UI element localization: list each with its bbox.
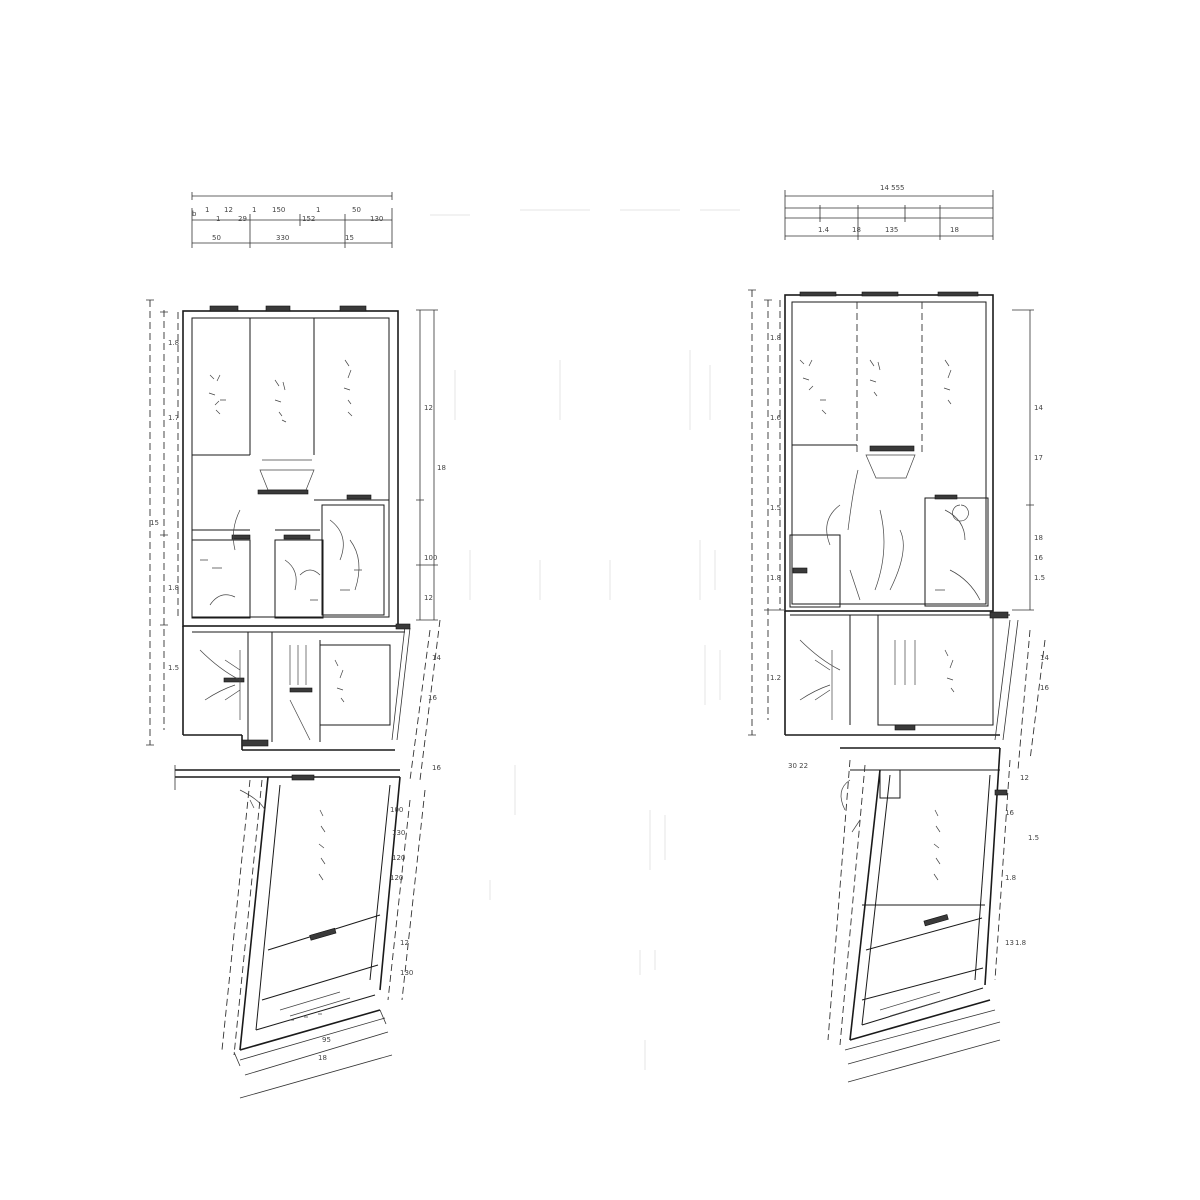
right-diag-dim-2: 16 — [1040, 684, 1049, 692]
left-window-3 — [339, 305, 367, 312]
left-side-dim-5: 1.5 — [168, 664, 179, 672]
right-top-dimensions: 14 555 1.4 18 135 18 — [784, 184, 994, 240]
left-dim-top-1: 1 — [205, 206, 209, 214]
right-right-dim-2: 17 — [1034, 454, 1043, 462]
left-side-dim-2: 1.7 — [168, 414, 179, 422]
left-dim-top-150: 150 — [272, 206, 285, 214]
left-side-dim-1: 1.8 — [168, 339, 179, 347]
left-bottom-dim-3: 120 — [390, 874, 403, 882]
left-dim-top-1c: 1 — [316, 206, 320, 214]
left-closet — [259, 459, 315, 491]
right-side-dimensions: 1.8 1.6 1.5 1.8 1.2 — [748, 289, 784, 736]
left-diag-dim-5: 12 — [400, 939, 409, 947]
left-diag-dim-2: 16 — [428, 694, 437, 702]
left-stair — [199, 645, 345, 741]
right-bottom-dim-3: 1.8 — [1005, 874, 1016, 882]
left-right-dim-4: 12 — [424, 594, 433, 602]
right-dim-top-3: 135 — [885, 226, 898, 234]
left-diag-dim-3: 130 — [392, 829, 405, 837]
left-bedroom-furniture — [208, 359, 353, 423]
left-dim-top-12: 12 — [224, 206, 233, 214]
left-floor-plan: b 1 12 1 150 1 50 1 29 152 130 50 330 15… — [146, 192, 446, 1099]
right-dim-top-total: 14 555 — [880, 184, 905, 192]
left-dim-top-b1: 1 — [216, 215, 220, 223]
left-base-dim-2: 18 — [318, 1054, 327, 1062]
right-dim-top-2: 18 — [852, 226, 861, 234]
left-right-dim-1: 12 — [424, 404, 433, 412]
right-upper-outer-wall — [784, 294, 994, 612]
left-side-dimensions: 1.8 1.7 15 1.8 1.5 — [146, 299, 179, 746]
right-floor-plan: 14 555 1.4 18 135 18 1.8 1.6 1.5 1.8 1.2… — [748, 184, 1049, 1083]
left-dim-top-b: b — [192, 210, 197, 218]
right-right-dim-1: 14 — [1034, 404, 1043, 412]
left-right-dimensions: 12 18 100 12 — [416, 309, 446, 621]
right-closet — [865, 454, 916, 479]
right-bottom-dim-4: 13 — [1005, 939, 1014, 947]
right-side-dim-3: 1.5 — [770, 504, 781, 512]
right-lower-building — [827, 629, 1046, 1083]
left-right-dim-2: 18 — [437, 464, 446, 472]
left-lower-building — [174, 619, 441, 1099]
left-bottom-dim-1: 16 — [432, 764, 441, 772]
left-dim-top-29: 29 — [238, 215, 247, 223]
right-side-dim-4: 1.8 — [770, 574, 781, 582]
right-stair — [799, 639, 955, 720]
left-window-2 — [265, 305, 291, 312]
left-kitchen-furniture — [200, 509, 362, 606]
right-diag-dim-4: 1.8 — [1015, 939, 1026, 947]
right-side-dim-1: 1.8 — [770, 334, 781, 342]
right-kitchen-furniture — [826, 469, 981, 601]
right-diag-dim-3: 1.5 — [1028, 834, 1039, 842]
right-bottom-dim-1: 12 — [1020, 774, 1029, 782]
left-upper-outer-wall — [182, 310, 399, 627]
right-bedroom-furniture — [799, 359, 952, 415]
left-dim-top-row2-c: 15 — [345, 234, 354, 242]
left-right-dim-3: 100 — [424, 554, 437, 562]
left-dim-top-row2-b: 330 — [276, 234, 289, 242]
left-side-dim-4: 1.8 — [168, 584, 179, 592]
right-diag-dim-1: 14 — [1040, 654, 1049, 662]
right-dim-top-4: 18 — [950, 226, 959, 234]
left-diag-dim-1: 14 — [432, 654, 441, 662]
left-bottom-dim-4: 130 — [400, 969, 413, 977]
right-right-dim-4: 16 — [1034, 554, 1043, 562]
left-window-1 — [209, 305, 239, 312]
left-bottom-dim-2: 100 — [390, 806, 403, 814]
left-dim-top-50: 50 — [352, 206, 361, 214]
left-top-dimensions: b 1 12 1 150 1 50 1 29 152 130 50 330 15 — [191, 192, 393, 248]
right-right-dim-3: 18 — [1034, 534, 1043, 542]
left-dim-top-152: 152 — [302, 215, 315, 223]
right-right-dimensions: 14 17 18 16 1.5 — [1012, 309, 1045, 611]
right-bottom-dim-left: 30 22 — [788, 762, 808, 770]
right-right-dim-5: 1.5 — [1034, 574, 1045, 582]
left-side-dim-3: 15 — [150, 519, 159, 527]
right-side-dim-2: 1.6 — [770, 414, 782, 422]
left-base-dim-1: 95 — [322, 1036, 331, 1044]
right-side-dim-5: 1.2 — [770, 674, 781, 682]
left-dim-top-row2-a: 50 — [212, 234, 221, 242]
ghost-marks — [430, 209, 740, 1070]
left-diag-dim-4: 120 — [392, 854, 405, 862]
left-dim-top-130: 130 — [370, 215, 383, 223]
right-dim-top-1: 1.4 — [818, 226, 830, 234]
left-dim-top-1b: 1 — [252, 206, 256, 214]
right-bottom-dim-2: 16 — [1005, 809, 1014, 817]
